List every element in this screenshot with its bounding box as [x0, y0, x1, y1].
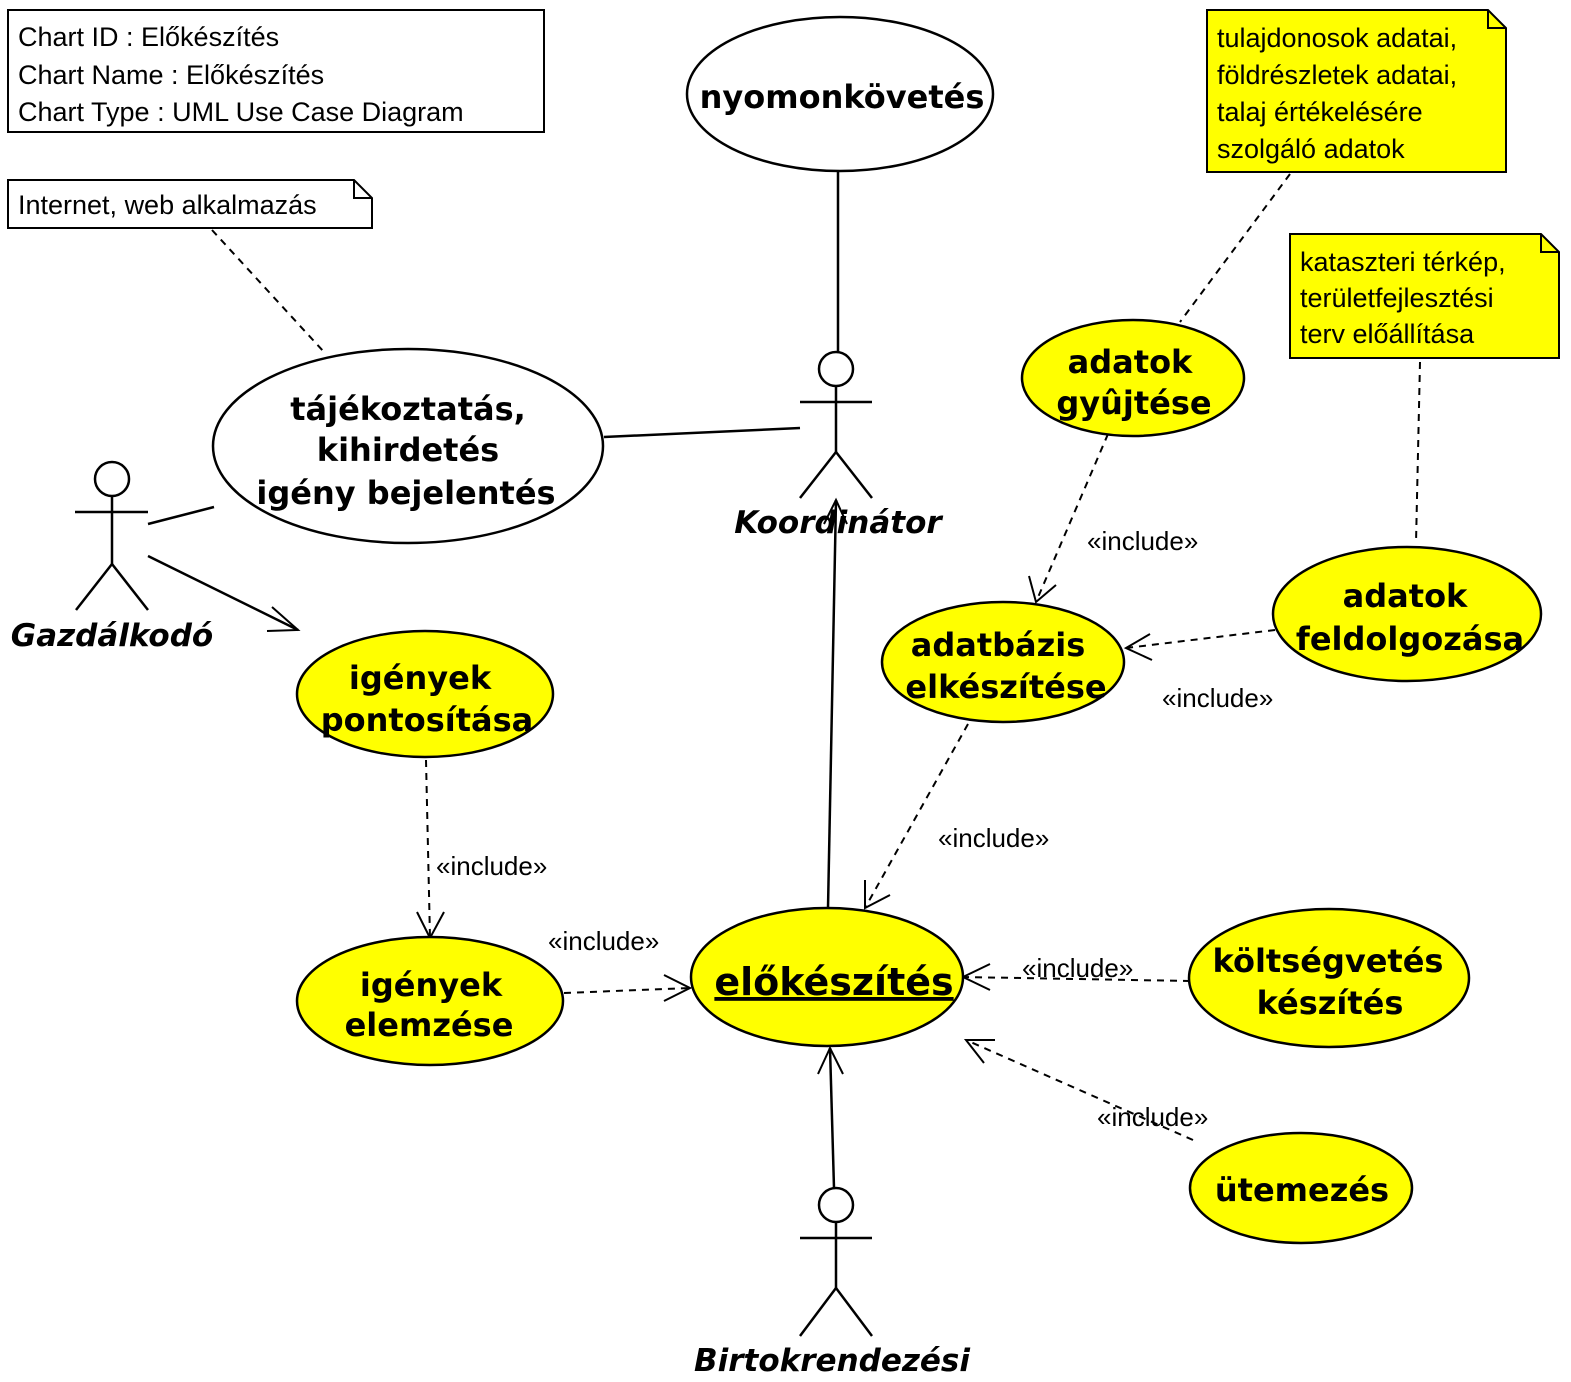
stereotype-elemzese-elokeszites: «include» [548, 926, 659, 956]
note-adatok-line-1: tulajdonosok adatai, [1217, 23, 1457, 53]
note-terkep-line-3: terv előállítása [1300, 319, 1475, 349]
arrowhead-adatbazis-from-gyujtese [1028, 575, 1057, 604]
info-chart-name: Chart Name : Előkészítés [18, 60, 324, 90]
use-case-adatbazis-line-1: adatbázis [911, 626, 1086, 664]
stereotype-gyujtese-adatbazis: «include» [1087, 526, 1198, 556]
actor-koordinator-label: Koordinátor [734, 505, 943, 541]
assoc-birtokrendezesi-elokeszites [828, 1047, 836, 1189]
use-case-elokeszites-label: előkészítés [714, 960, 953, 1004]
note-terkep-anchor [1415, 361, 1421, 544]
stereotype-utemezes-elokeszites: «include» [1097, 1102, 1208, 1132]
note-web-line-1: Internet, web alkalmazás [18, 190, 317, 220]
include-feldolgozasa-adatbazis [1125, 629, 1276, 649]
use-case-igenyek-elemzese-line-1: igények [360, 966, 503, 1004]
note-adatok-line-2: földrészletek adatai, [1217, 60, 1457, 90]
assoc-koordinator-tajekoztatas [603, 426, 801, 439]
note-adatok-anchor [1179, 173, 1291, 323]
use-case-adatbazis-line-2: elkészítése [905, 668, 1106, 706]
stereotype-koltsegvetes-elokeszites: «include» [1022, 953, 1133, 983]
arrowhead-elokeszites-from-elemzese [663, 974, 693, 1002]
use-case-igenyek-pontositasa[interactable]: igények pontosítása [295, 629, 555, 759]
note-terkep-line-2: területfejlesztési [1300, 283, 1494, 313]
note-adatok[interactable]: tulajdonosok adatai, földrészletek adata… [1206, 9, 1507, 173]
use-case-elokeszites[interactable]: előkészítés [689, 906, 965, 1048]
use-case-adatok-gyujtese-line-1: adatok [1068, 343, 1193, 381]
use-case-adatok-feldolgozasa-line-2: feldolgozása [1296, 620, 1524, 658]
use-case-adatok-feldolgozasa-line-1: adatok [1343, 577, 1468, 615]
use-case-igenyek-pontositasa-line-1: igények [349, 659, 492, 697]
include-adatbazis-elokeszites [864, 723, 969, 909]
arrowhead-elokeszites-from-adatbazis [864, 880, 891, 910]
use-case-adatok-gyujtese-line-2: gyûjtése [1056, 384, 1211, 422]
use-case-tajekoztatas-line-2: kihirdetés [317, 431, 499, 469]
actor-koordinator[interactable]: Koordinátor [734, 350, 943, 541]
arrowhead-elokeszites-from-birtok [817, 1045, 844, 1075]
include-elemzese-elokeszites [563, 987, 691, 994]
diagram-info-box: Chart ID : Előkészítés Chart Name : Elők… [7, 9, 545, 133]
note-terkep[interactable]: kataszteri térkép, területfejlesztési te… [1289, 233, 1560, 359]
stereotype-feldolgozasa-adatbazis: «include» [1162, 683, 1273, 713]
assoc-gazdalkodo-tajekoztatas [147, 505, 215, 526]
note-adatok-line-3: talaj értékelésére [1217, 97, 1423, 127]
use-case-igenyek-elemzese[interactable]: igények elemzése [295, 935, 565, 1067]
use-case-utemezes[interactable]: ütemezés [1188, 1131, 1414, 1245]
info-chart-id: Chart ID : Előkészítés [18, 22, 279, 52]
arrowhead-gazdalkodo-pontositasa [266, 606, 301, 632]
actor-gazdalkodo-label: Gazdálkodó [11, 618, 213, 654]
use-case-tajekoztatas-line-3: igény bejelentés [256, 474, 555, 512]
note-adatok-line-4: szolgáló adatok [1217, 134, 1405, 164]
arrowhead-koordinator [823, 497, 848, 525]
use-case-tajekoztatas-line-1: tájékoztatás, [290, 390, 526, 428]
include-gyujtese-adatbazis [1035, 433, 1109, 603]
include-utemezes-elokeszites [965, 1039, 1194, 1141]
info-chart-type: Chart Type : UML Use Case Diagram [18, 97, 464, 127]
use-case-adatbazis[interactable]: adatbázis elkészítése [880, 600, 1126, 724]
use-case-nyomonkovetes-label: nyomonkövetés [700, 78, 985, 116]
use-case-tajekoztatas[interactable]: tájékoztatás, kihirdetés igény bejelenté… [211, 347, 605, 545]
use-case-koltsegvetes-line-1: költségvetés [1213, 942, 1444, 980]
actor-birtokrendezesi[interactable]: Birtokrendezési [694, 1186, 970, 1379]
use-case-nyomonkovetes[interactable]: nyomonkövetés [685, 15, 995, 173]
use-case-koltsegvetes-line-2: készítés [1257, 984, 1404, 1022]
stereotype-adatbazis-elokeszites: «include» [938, 823, 1049, 853]
use-case-adatok-feldolgozasa[interactable]: adatok feldolgozása [1271, 545, 1543, 683]
use-case-adatok-gyujtese[interactable]: adatok gyûjtése [1020, 318, 1246, 438]
arrowhead-elokeszites-from-utemezes [963, 1039, 995, 1064]
assoc-gazdalkodo-pontositasa [147, 554, 299, 632]
assoc-elokeszites-koordinator [826, 499, 838, 909]
arrowhead-adatbazis-from-feldolgozasa [1123, 633, 1153, 661]
note-terkep-line-1: kataszteri térkép, [1300, 247, 1506, 277]
note-web[interactable]: Internet, web alkalmazás [7, 179, 373, 229]
use-case-igenyek-pontositasa-line-2: pontosítása [321, 701, 534, 739]
use-case-koltsegvetes[interactable]: költségvetés készítés [1187, 907, 1471, 1049]
actor-birtokrendezesi-label: Birtokrendezési [694, 1343, 970, 1379]
use-case-igenyek-elemzese-line-2: elemzése [345, 1006, 514, 1044]
use-case-utemezes-label: ütemezés [1215, 1171, 1389, 1209]
include-pontositasa-elemzese [425, 759, 431, 939]
actor-gazdalkodo[interactable]: Gazdálkodó [11, 460, 213, 654]
note-web-anchor [211, 229, 325, 353]
stereotype-pontositasa-elemzese: «include» [436, 851, 547, 881]
